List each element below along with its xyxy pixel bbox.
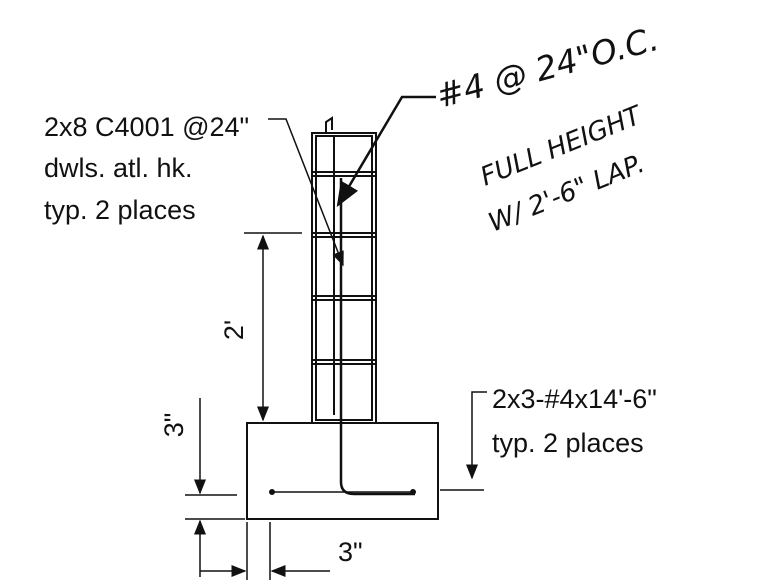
rebar (269, 135, 416, 496)
dimension-2ft (244, 232, 302, 422)
leader-line (268, 118, 344, 267)
footing-bar-note-line2: typ. 2 places (492, 428, 644, 458)
dimension-side-cover (200, 522, 330, 580)
dimension-2ft-label: 2' (219, 320, 249, 340)
handwritten-leader (336, 95, 436, 208)
dimension-side-cover-label: 3" (338, 537, 363, 567)
dowel-note-line2: dwls. atl. hk. (44, 153, 193, 183)
dimension-bottom-cover (185, 398, 245, 577)
vertical-bar-with-hook (339, 178, 415, 496)
footing-bar-note-line1: 2x3-#4x14'-6" (492, 384, 657, 414)
dowel-note-line3: typ. 2 places (44, 195, 196, 225)
bar-end-dot (269, 489, 275, 495)
handwritten-note-line1: #4 @ 24"O.C. (432, 19, 663, 116)
leader-line (466, 391, 487, 480)
dowel-top-break (325, 116, 333, 133)
cmu-wall-inner-line (315, 135, 373, 421)
bar-end-dot (410, 489, 416, 495)
left-note-leader (268, 118, 344, 267)
cmu-wall (311, 116, 377, 424)
concrete-footing (246, 422, 439, 520)
dowel-note-line1: 2x8 C4001 @24" (44, 112, 249, 142)
right-note-leader (440, 391, 487, 491)
dimension-bottom-cover-label: 3" (159, 413, 189, 438)
hand-leader-line (336, 95, 436, 208)
